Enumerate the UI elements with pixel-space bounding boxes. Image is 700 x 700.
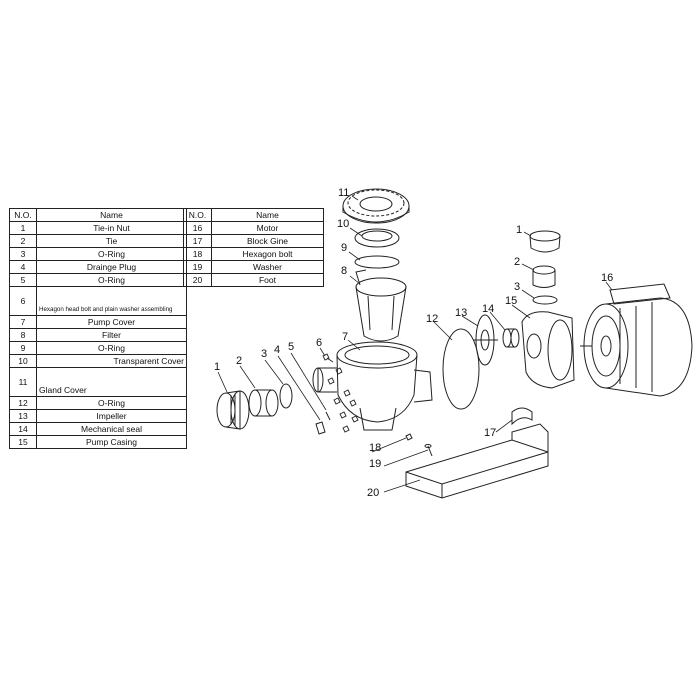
part-name: Pump Casing: [36, 435, 187, 449]
callout: 3: [261, 348, 267, 360]
callout: 2: [514, 256, 520, 268]
callout: 3: [514, 281, 520, 293]
part-name: Gland Cover: [36, 367, 187, 397]
o-ring-12-part: [442, 328, 480, 410]
part-name: Washer: [211, 260, 324, 274]
callout: 1: [214, 361, 220, 373]
tie-in-nut-left-part: [216, 390, 250, 430]
callout: 11: [338, 187, 349, 199]
callout: 7: [342, 331, 348, 343]
tie-left-part: [248, 389, 279, 417]
callout: 13: [455, 307, 467, 319]
block-gine-part: [511, 407, 533, 426]
part-name: Foot: [211, 273, 324, 287]
impeller-part: [473, 314, 498, 366]
mechanical-seal-part: [502, 328, 520, 348]
pump-cover-part: [312, 341, 433, 431]
tie-in-nut-right-part: [529, 230, 561, 253]
callout: 6: [316, 337, 322, 349]
filter-part: [355, 269, 407, 342]
o-ring-right-part: [532, 295, 558, 305]
callout: 4: [274, 344, 280, 356]
callout-labels: 1 2 3 4 5 6 7 8 9 10 11 12 13 14 15 16 1…: [214, 187, 613, 499]
transparent-cover-part: [354, 228, 400, 248]
pump-casing-part: [521, 311, 575, 389]
callout: 17: [484, 427, 496, 439]
callout: 16: [601, 272, 613, 284]
callout: 8: [341, 265, 347, 277]
callout: 9: [341, 242, 347, 254]
callout: 2: [236, 355, 242, 367]
hex-bolts-part: [322, 353, 359, 433]
o-ring-9-part: [354, 255, 400, 269]
drain-plug-part: [315, 411, 331, 435]
o-ring-left-part: [279, 383, 293, 409]
callout: 18: [369, 442, 381, 454]
gland-cover-part: [342, 188, 410, 224]
motor-part: [580, 283, 693, 397]
callout: 12: [426, 313, 438, 325]
callout: 10: [337, 218, 349, 230]
foot-part: [405, 423, 549, 499]
callout: 1: [516, 224, 522, 236]
tie-right-part: [532, 265, 556, 288]
callout: 15: [505, 295, 517, 307]
part-name: Hexagon head bolt and plain washer assem…: [36, 286, 187, 316]
bolt-washer-part: [405, 433, 433, 457]
callout: 20: [367, 487, 379, 499]
callout: 14: [482, 303, 494, 315]
leader-lines: [217, 195, 613, 493]
callout: 19: [369, 458, 381, 470]
callout: 5: [288, 341, 294, 353]
